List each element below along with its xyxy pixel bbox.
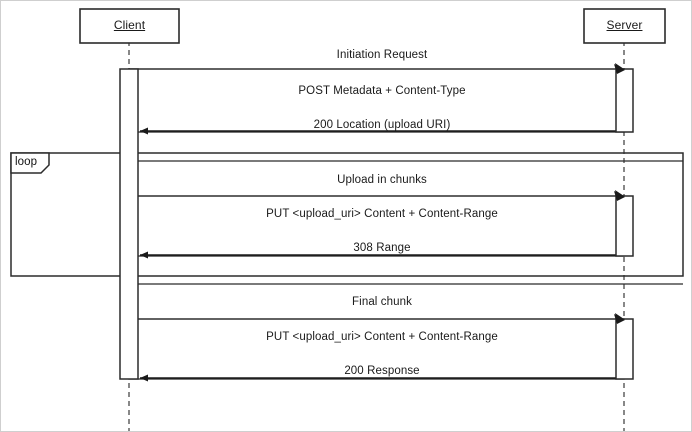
message-label-m3: PUT <upload_uri> Content + Content-Range [266, 208, 498, 220]
message-label-m5: PUT <upload_uri> Content + Content-Range [266, 331, 498, 343]
fragment-label-loop: loop [15, 156, 38, 168]
fragment-loop-frame [10, 152, 684, 277]
message-label-m2: 200 Location (upload URI) [313, 119, 451, 131]
participant-label-server: Server [606, 18, 643, 32]
participant-box-server [583, 8, 666, 44]
activation-bar-server-2 [615, 195, 634, 257]
fragment-loop-tab [10, 152, 50, 174]
message-label-m4: 308 Range [353, 242, 411, 254]
arrowhead-overlay-m3 [614, 191, 625, 201]
group-title-chunks: Upload in chunks [337, 174, 427, 186]
group-title-final: Final chunk [352, 296, 412, 308]
activation-bar-server-3 [615, 318, 634, 380]
message-label-m6: 200 Response [344, 365, 420, 377]
participant-box-client [79, 8, 180, 44]
arrowhead-overlay-m1 [614, 64, 625, 74]
activation-bar-server-1 [615, 68, 634, 133]
message-label-m1: POST Metadata + Content-Type [298, 85, 466, 97]
arrowhead-overlay-m5 [614, 314, 625, 324]
activation-bar-client [119, 68, 139, 380]
participant-label-client: Client [113, 18, 146, 32]
group-title-initiation: Initiation Request [336, 49, 428, 61]
